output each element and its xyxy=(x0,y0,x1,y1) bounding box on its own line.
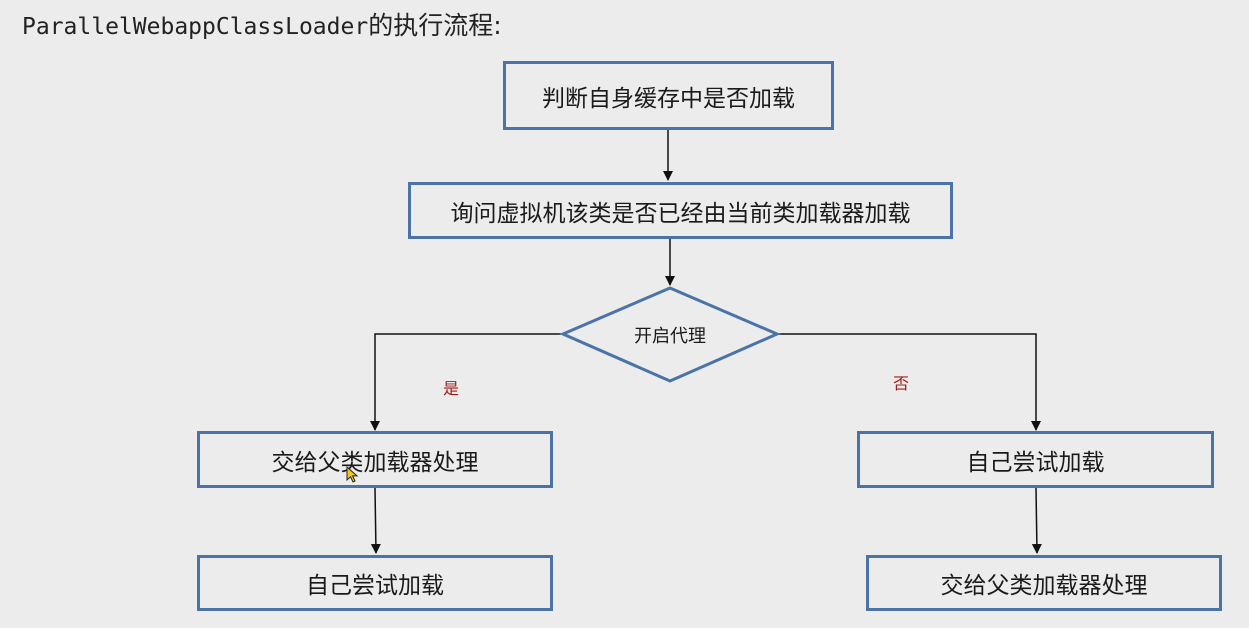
mouse-cursor-icon xyxy=(346,466,359,483)
node-no-self: 自己尝试加载 xyxy=(857,431,1214,488)
page-title: ParallelWebappClassLoader的执行流程: xyxy=(22,6,502,42)
arrow-decision-yes xyxy=(370,333,563,431)
edge-label-yes: 是 xyxy=(443,379,460,398)
node-check-cache: 判断自身缓存中是否加载 xyxy=(503,61,834,130)
node-yes-parent: 交给父类加载器处理 xyxy=(197,431,553,488)
node-ask-vm: 询问虚拟机该类是否已经由当前类加载器加载 xyxy=(408,182,953,239)
title-class-name: ParallelWebappClassLoader xyxy=(22,14,369,40)
arrow-decision-no xyxy=(777,333,1041,431)
title-suffix: 的执行流程: xyxy=(368,11,502,40)
decision-diamond xyxy=(559,286,781,383)
arrow-yes-parent-to-self xyxy=(370,487,381,554)
node-delegate-decision: 开启代理 xyxy=(634,326,706,347)
edge-label-no: 否 xyxy=(893,374,910,393)
node-yes-self: 自己尝试加载 xyxy=(197,555,553,611)
node-no-parent: 交给父类加载器处理 xyxy=(866,555,1222,611)
arrow-no-self-to-parent xyxy=(1031,487,1042,554)
